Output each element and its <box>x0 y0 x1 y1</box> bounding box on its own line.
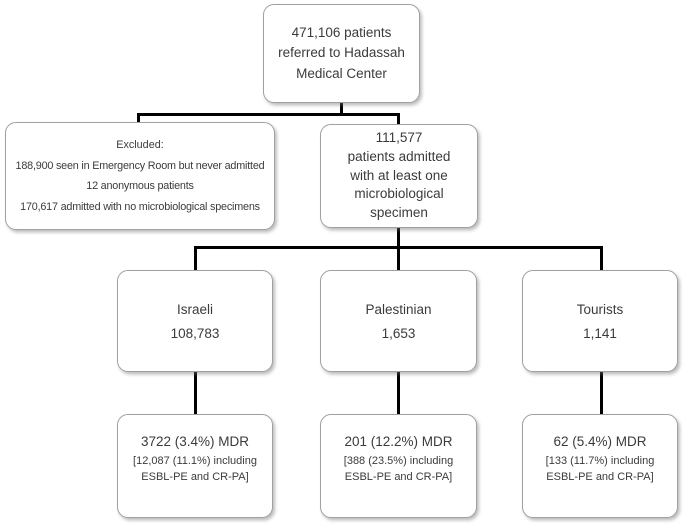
group-label: Palestinian <box>365 301 432 317</box>
mdr-count: 201 (12.2%) MDR <box>344 434 453 450</box>
mdr-count: 62 (5.4%) MDR <box>553 434 647 450</box>
connector-referred-down <box>340 101 343 114</box>
connector-excluded-stub <box>137 113 140 124</box>
box-admitted-patients: 111,577 patients admitted with at least … <box>320 124 478 228</box>
box-mdr-israeli: 3722 (3.4%) MDR [12,087 (11.1%) includin… <box>117 414 273 518</box>
excluded-items: 188,900 seen in Emergency Room but never… <box>15 159 265 213</box>
group-label: Israeli <box>176 301 213 317</box>
box-referred-patients: 471,106 patients referred to Hadassah Me… <box>263 4 420 103</box>
connector-row3-horizontal <box>194 246 603 249</box>
box-group-tourists: Tourists 1,141 <box>522 270 678 372</box>
excluded-title: Excluded: <box>116 139 164 151</box>
connector-israeli-stub <box>194 246 197 272</box>
box-mdr-palestinian: 201 (12.2%) MDR [388 (23.5%) including E… <box>320 414 477 518</box>
box-excluded: Excluded: 188,900 seen in Emergency Room… <box>5 122 275 230</box>
admitted-patients-text: 111,577 patients admitted with at least … <box>347 130 451 220</box>
group-count: 1,653 <box>381 325 416 341</box>
referred-patients-text: 471,106 patients referred to Hadassah Me… <box>278 25 405 81</box>
connector-row2-horizontal <box>137 113 400 116</box>
connector-palestinian-mdr <box>397 371 400 415</box>
mdr-count: 3722 (3.4%) MDR <box>140 434 250 450</box>
connector-tourists-mdr <box>600 371 603 415</box>
connector-tourists-stub <box>600 246 603 272</box>
connector-israeli-mdr <box>194 371 197 415</box>
box-group-palestinian: Palestinian 1,653 <box>320 270 477 372</box>
group-label: Tourists <box>576 301 624 317</box>
connector-admitted-stub <box>397 113 400 126</box>
connector-admitted-down <box>397 226 400 272</box>
group-count: 108,783 <box>170 325 220 341</box>
box-mdr-tourists: 62 (5.4%) MDR [133 (11.7%) including ESB… <box>522 414 678 518</box>
group-count: 1,141 <box>583 325 617 341</box>
mdr-detail: [12,087 (11.1%) including ESBL-PE and CR… <box>133 455 257 483</box>
box-group-israeli: Israeli 108,783 <box>117 270 273 372</box>
mdr-detail: [133 (11.7%) including ESBL-PE and CR-PA… <box>545 455 655 483</box>
mdr-detail: [388 (23.5%) including ESBL-PE and CR-PA… <box>343 455 454 483</box>
